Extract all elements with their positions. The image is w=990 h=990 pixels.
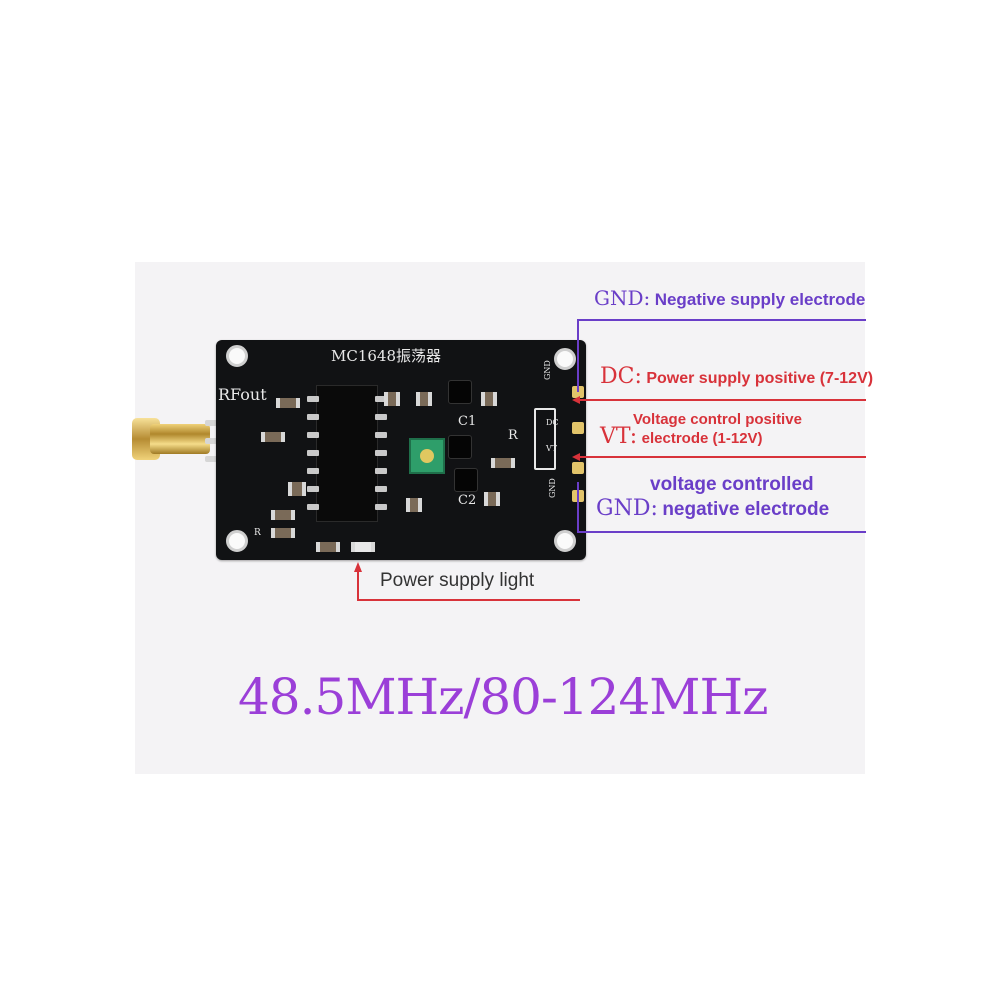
dc-text: Power supply positive (7-12V) <box>646 370 874 387</box>
smd-component <box>316 542 340 552</box>
dc-silkscreen: DC <box>546 418 559 427</box>
smd-component <box>484 492 500 506</box>
smd-component <box>416 392 432 406</box>
chip-pin <box>307 432 319 438</box>
mounting-hole <box>554 348 576 370</box>
vt-text-line1: Voltage control positive <box>633 411 802 428</box>
vt-silkscreen: VT <box>546 444 558 453</box>
frequency-caption: 48.5MHz/80-124MHz <box>238 668 768 726</box>
power-led <box>351 542 375 552</box>
sma-connector <box>150 424 210 454</box>
mc1648-chip <box>307 385 387 522</box>
transistor-c1 <box>448 435 472 459</box>
chip-pin <box>375 396 387 402</box>
smd-component <box>481 392 497 406</box>
gnd-bottom-callout-line <box>577 482 866 533</box>
trimmer-potentiometer <box>409 438 445 474</box>
power-light-callout-line <box>357 568 580 601</box>
gnd-top-callout-line <box>577 319 866 392</box>
chip-pin <box>375 414 387 420</box>
gnd-bottom-label: GND: negative electrode <box>596 496 829 521</box>
gnd-bottom-text-line1: voltage controlled <box>650 474 814 495</box>
jumper-outline <box>534 408 556 470</box>
chip-pin <box>307 486 319 492</box>
smd-component <box>406 498 422 512</box>
mounting-hole <box>226 345 248 367</box>
gnd-bottom-text-line2: negative electrode <box>662 499 830 520</box>
chip-pin <box>375 504 387 510</box>
c1-silkscreen: C1 <box>458 414 477 429</box>
r-silkscreen: R <box>508 428 518 443</box>
chip-pin <box>375 450 387 456</box>
gnd-top-label: GND: Negative supply electrode <box>594 286 865 310</box>
transistor-c2 <box>454 468 478 492</box>
vt-callout-arrow <box>572 453 580 461</box>
chip-pin <box>307 504 319 510</box>
board-title-silkscreen: MC1648振荡器 <box>331 347 442 365</box>
mounting-hole <box>226 530 248 552</box>
mounting-hole <box>554 530 576 552</box>
chip-pin <box>375 468 387 474</box>
smd-component <box>288 482 306 496</box>
chip-pin <box>307 450 319 456</box>
smd-component <box>491 458 515 468</box>
vt-label: VT: electrode (1-12V) <box>600 424 763 449</box>
header-pin-dc <box>572 422 584 434</box>
transistor <box>448 380 472 404</box>
r-small-silkscreen: R <box>254 528 261 538</box>
dc-key: DC: <box>600 364 642 389</box>
gnd-top-key: GND: <box>594 286 651 310</box>
chip-pin <box>307 414 319 420</box>
gnd-bottom-key: GND: <box>596 496 658 521</box>
chip-pin <box>307 396 319 402</box>
c2-silkscreen: C2 <box>458 493 477 508</box>
rfout-silkscreen: RFout <box>218 385 267 404</box>
smd-component <box>261 432 285 442</box>
chip-pin <box>375 432 387 438</box>
oscillator-board: MC1648振荡器 RFout <box>216 340 586 560</box>
chip-pin <box>307 468 319 474</box>
vt-key: VT: <box>600 424 638 449</box>
dc-label: DC: Power supply positive (7-12V) <box>600 364 873 389</box>
vt-text-line2: electrode (1-12V) <box>641 430 763 447</box>
power-light-callout-arrow <box>354 562 362 572</box>
chip-pin <box>375 486 387 492</box>
power-light-label: Power supply light <box>380 570 535 591</box>
smd-component <box>271 510 295 520</box>
smd-component <box>276 398 300 408</box>
dc-callout-arrow <box>572 396 580 404</box>
gnd-top-text: Negative supply electrode <box>654 290 866 309</box>
smd-component <box>384 392 400 406</box>
smd-component <box>271 528 295 538</box>
header-pin-vt <box>572 462 584 474</box>
